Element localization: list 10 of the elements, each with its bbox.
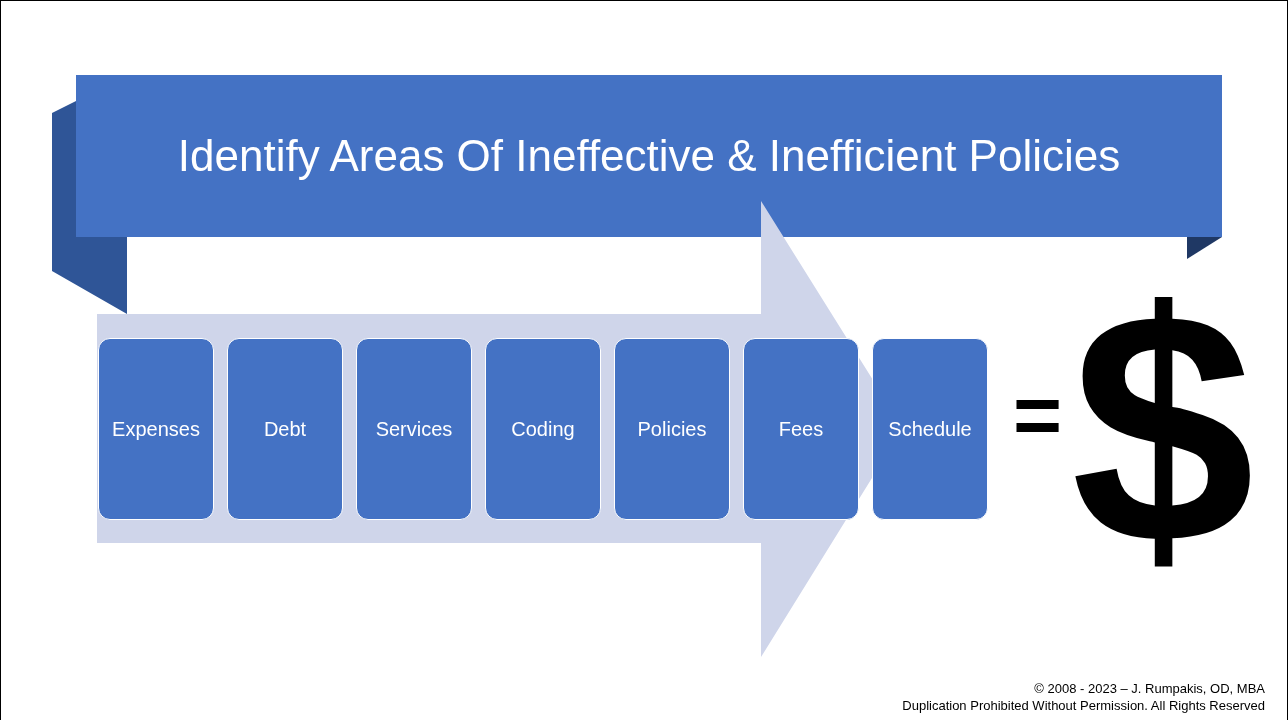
step-box: Policies [614, 338, 730, 520]
step-box: Expenses [98, 338, 214, 520]
step-box: Schedule [872, 338, 988, 520]
copyright-note: © 2008 - 2023 – J. Rumpakis, OD, MBA [1034, 681, 1265, 696]
step-box: Coding [485, 338, 601, 520]
rights-note: Duplication Prohibited Without Permission. All Rights Reserved [902, 698, 1265, 713]
step-box: Debt [227, 338, 343, 520]
equals-sign: = [1013, 373, 1063, 457]
step-box: Fees [743, 338, 859, 520]
step-box: Services [356, 338, 472, 520]
